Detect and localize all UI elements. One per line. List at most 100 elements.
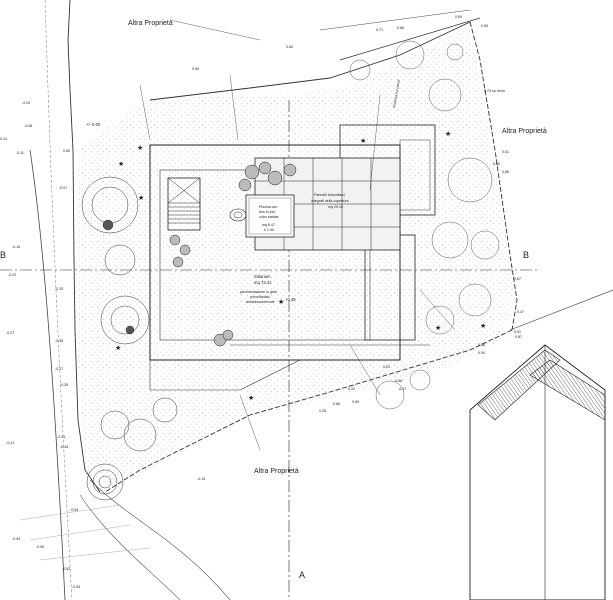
property-boundary-south bbox=[104, 329, 513, 493]
svg-text:★: ★ bbox=[138, 194, 144, 202]
wall-distance-note: distanza tra pareti bbox=[392, 79, 401, 108]
elev-top-5: 0.60 bbox=[286, 45, 293, 49]
north-wall-2 bbox=[319, 9, 471, 31]
svg-text:★: ★ bbox=[137, 144, 143, 152]
paving-note-2: porcellanato bbox=[250, 295, 270, 299]
elev-right-8: 0.54 bbox=[478, 351, 485, 355]
garden-area bbox=[75, 28, 515, 490]
svg-text:★: ★ bbox=[278, 298, 284, 306]
spot-level: +0.39 bbox=[285, 297, 296, 302]
elev-bottom-9: 0.93 bbox=[383, 365, 390, 369]
panels-label-3: mq 29.10 bbox=[328, 205, 343, 209]
elev-right-5: 0.47 bbox=[517, 310, 524, 314]
wall-height-note: 0.79 su muro bbox=[484, 89, 505, 93]
staircase bbox=[167, 177, 201, 231]
elev-left-1: -0.03 bbox=[22, 101, 30, 105]
neighbour-roof bbox=[469, 344, 606, 600]
elev-left-19: -0.56 bbox=[36, 545, 44, 549]
section-b-right-label: B bbox=[523, 250, 529, 260]
panels-label-1: Pannelli fotovoltaici bbox=[314, 193, 345, 197]
elev-left-6: -0.07 bbox=[59, 186, 67, 190]
paving-note-3: antisdrucciolevole bbox=[246, 300, 275, 304]
elev-left-4: -0.11 bbox=[16, 151, 24, 155]
elev-bottom-7: 0.68 bbox=[395, 379, 402, 383]
elev-left-20: -0.52 bbox=[62, 567, 70, 571]
property-boundary-north bbox=[149, 21, 471, 101]
pool-label-5: h 1.00 bbox=[264, 228, 274, 232]
elev-right-4: 0.67 bbox=[514, 277, 521, 281]
elev-left-9: -0.25 bbox=[55, 287, 63, 291]
elev-left-15: -0.41 bbox=[6, 441, 14, 445]
property-boundary bbox=[67, 0, 101, 493]
svg-text:★: ★ bbox=[445, 130, 451, 138]
panels-label-2: integrati nella copertura bbox=[311, 199, 349, 203]
north-wall bbox=[339, 17, 481, 61]
elev-right-2: 0.60 bbox=[493, 162, 500, 166]
neighbour-edge bbox=[19, 504, 151, 561]
survey-markers: ★ ★ ★ ★ ★ ★ ★ ★ ★ ★ bbox=[115, 130, 486, 402]
pool-inner bbox=[248, 197, 292, 235]
property-south-label: Altra Proprietà bbox=[254, 468, 299, 475]
elev-left-18: -0.54 bbox=[12, 537, 20, 541]
elev-left-13: -0.35 bbox=[60, 383, 68, 387]
solarium-area: mq 73.41 bbox=[254, 280, 272, 285]
elev-bottom-4: 0.69 bbox=[352, 400, 359, 404]
elev-right-1: 0.61 bbox=[502, 150, 509, 154]
neighbour-roof-hatch-2 bbox=[529, 359, 606, 421]
property-east-label: Altra Proprietà bbox=[502, 128, 547, 135]
elev-bottom-5: -0.17 bbox=[398, 387, 406, 391]
pool bbox=[245, 194, 295, 238]
elev-top-6: 0.59 bbox=[192, 67, 199, 71]
elev-bottom-8: 0.87 bbox=[515, 335, 522, 339]
section-b-left-label: B bbox=[0, 250, 6, 260]
pool-label-3: color sabbia bbox=[259, 215, 278, 219]
shower-element bbox=[229, 208, 247, 222]
elev-left-11: -0.38 bbox=[55, 339, 63, 343]
section-a-label: A bbox=[299, 570, 305, 580]
elev-right-6: 0.51 bbox=[514, 330, 521, 334]
elev-left-5: 0.80 bbox=[63, 149, 70, 153]
elev-left-3: 0.14 bbox=[0, 137, 7, 141]
planter-shrubs bbox=[169, 161, 297, 347]
svg-text:★: ★ bbox=[480, 322, 486, 330]
elev-left-12: -0.27 bbox=[55, 367, 63, 371]
footpath-curve-2 bbox=[79, 494, 181, 600]
svg-text:★: ★ bbox=[435, 324, 441, 332]
elev-bottom-1: 0.22 bbox=[348, 387, 355, 391]
elev-left-17: -0.54 bbox=[70, 508, 78, 512]
pool-label-1: Piscina con bbox=[259, 205, 277, 209]
elev-left-14: -0.41 bbox=[57, 435, 65, 439]
elev-left-7: -0.16 bbox=[12, 245, 20, 249]
property-boundary-east bbox=[469, 21, 518, 331]
elev-left-10: -0.27 bbox=[6, 331, 14, 335]
paving-note-1: pavimentazione in gres bbox=[240, 290, 277, 294]
elev-left-2: -0.08 bbox=[24, 124, 32, 128]
elev-left-21: -0.54 bbox=[72, 585, 80, 589]
terrace-level: +/- 0.00 bbox=[86, 122, 101, 127]
svg-text:★: ★ bbox=[115, 344, 121, 352]
neighbour-boundary bbox=[509, 289, 613, 331]
house-outline bbox=[149, 144, 401, 361]
tree-cluster-east bbox=[349, 40, 500, 410]
pool-label-4: mq 6.47 bbox=[262, 223, 275, 227]
elev-bottom-2: 0.25 bbox=[319, 409, 326, 413]
elev-top-4: 0.65 bbox=[481, 24, 488, 28]
shower-element-inner bbox=[233, 211, 243, 219]
dimension-lines bbox=[139, 19, 456, 451]
tree-cluster-west bbox=[81, 176, 178, 501]
solarium-label: Solarium bbox=[254, 274, 271, 279]
footpath-curve bbox=[89, 479, 231, 600]
pool-label-2: telo in pvc bbox=[259, 210, 275, 214]
road-edge bbox=[29, 149, 66, 600]
svg-text:★: ★ bbox=[248, 394, 254, 402]
south-ramp bbox=[149, 359, 301, 391]
svg-text:★: ★ bbox=[118, 160, 124, 168]
elev-top-2: 0.66 bbox=[397, 26, 404, 30]
elev-bottom-3: 0.66 bbox=[333, 402, 340, 406]
elev-top-1: 0.71 bbox=[376, 28, 383, 32]
svg-text:★: ★ bbox=[360, 137, 366, 145]
property-north-label: Altra Proprietà bbox=[128, 20, 173, 27]
road-edge-2 bbox=[44, 0, 73, 600]
elev-left-8: -0.22 bbox=[8, 273, 16, 277]
